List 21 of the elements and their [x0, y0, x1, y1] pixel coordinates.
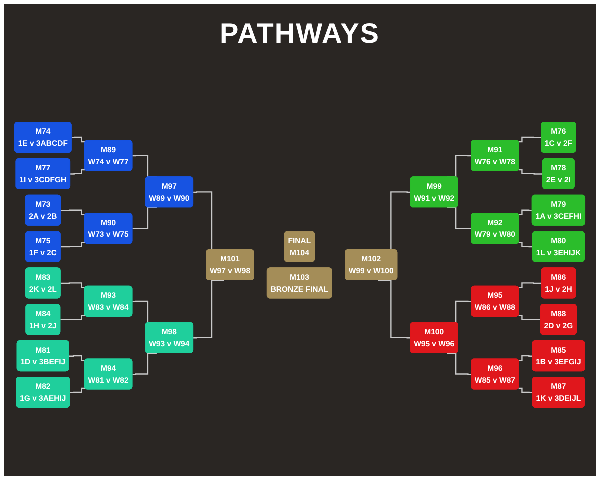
connector — [60, 315, 86, 321]
connector — [518, 355, 533, 362]
connector — [61, 210, 86, 216]
connector — [518, 136, 542, 143]
connector — [518, 169, 544, 175]
connector — [194, 280, 224, 339]
connector — [518, 242, 534, 248]
connector — [70, 388, 86, 394]
connector — [72, 136, 86, 143]
connector — [447, 207, 472, 230]
connector — [518, 210, 532, 216]
connector — [132, 207, 157, 230]
connector — [518, 388, 533, 394]
connector — [518, 315, 541, 321]
connector — [378, 280, 411, 339]
title: PATHWAYS — [220, 18, 380, 50]
connector — [60, 242, 86, 248]
connector — [70, 169, 86, 175]
connector — [518, 282, 542, 288]
connector — [69, 355, 86, 362]
connector — [60, 282, 86, 288]
